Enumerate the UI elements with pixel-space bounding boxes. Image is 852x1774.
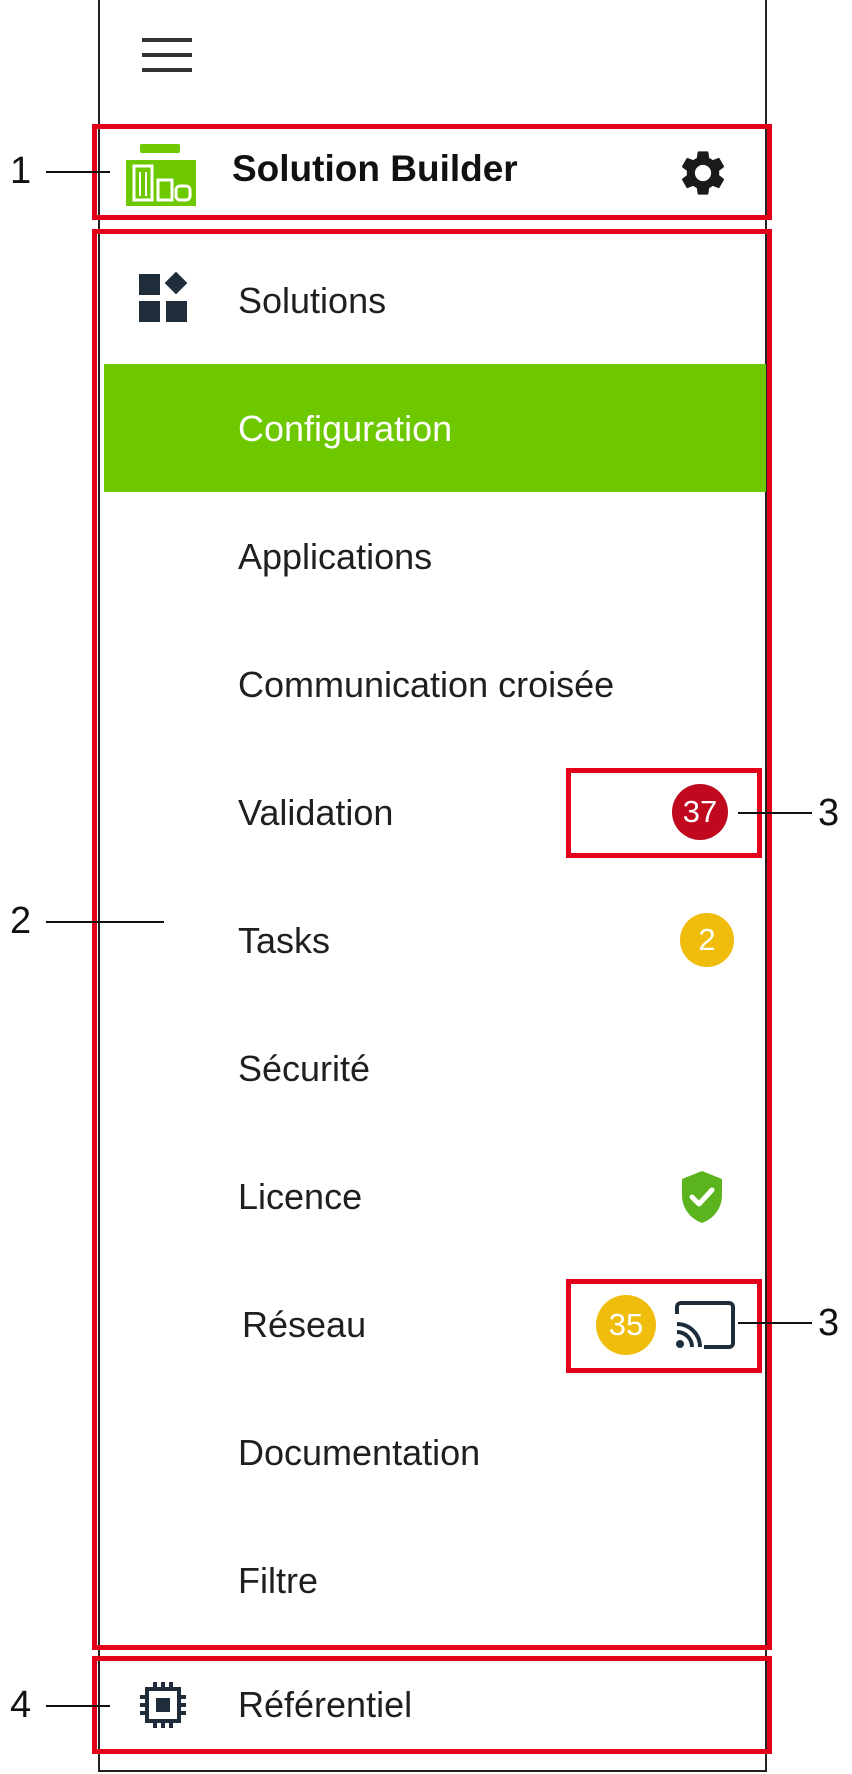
gear-icon[interactable]	[676, 146, 730, 200]
nav-item-filter[interactable]: Filtre	[104, 1516, 766, 1644]
nav-item-label: Solutions	[238, 280, 387, 321]
nav-item-label: Référentiel	[238, 1684, 413, 1725]
callout-leader-2	[46, 921, 164, 923]
callout-number-3a: 3	[818, 792, 840, 834]
nav-item-documentation[interactable]: Documentation	[104, 1388, 766, 1516]
apps-grid-icon	[139, 272, 188, 322]
nav-item-security[interactable]: Sécurité	[104, 1004, 766, 1132]
callout-number-2: 2	[10, 900, 32, 942]
callout-number-1: 1	[10, 150, 32, 192]
app-title: Solution Builder	[232, 148, 518, 189]
tasks-count-badge: 2	[680, 913, 734, 967]
nav-item-configuration[interactable]: Configuration	[104, 364, 766, 492]
nav-item-label: Documentation	[238, 1432, 481, 1473]
shield-check-icon	[682, 1171, 722, 1223]
chip-icon	[140, 1682, 186, 1728]
solution-builder-logo	[126, 144, 196, 206]
nav-item-cross-communication[interactable]: Communication croisée	[104, 620, 766, 748]
callout-number-3b: 3	[818, 1302, 840, 1344]
nav-item-applications[interactable]: Applications	[104, 492, 766, 620]
callout-number-4: 4	[10, 1684, 32, 1726]
callout-leader-3a	[738, 812, 812, 814]
nav-item-validation[interactable]: Validation 37	[104, 748, 766, 876]
nav-item-label: Communication croisée	[238, 664, 615, 705]
validation-count-badge: 37	[672, 784, 728, 840]
callout-box-validation-badge	[566, 768, 762, 858]
callout-leader-1	[46, 171, 110, 173]
nav-item-licence[interactable]: Licence	[104, 1132, 766, 1260]
nav-item-label: Validation	[238, 792, 394, 833]
nav-item-label: Filtre	[238, 1560, 318, 1601]
hamburger-menu-icon[interactable]	[142, 38, 192, 74]
nav-item-label: Sécurité	[238, 1048, 371, 1089]
nav-item-label: Licence	[238, 1176, 363, 1217]
cast-network-icon[interactable]	[674, 1300, 736, 1350]
callout-box-network-badge	[566, 1279, 762, 1373]
network-count-badge: 35	[596, 1295, 656, 1355]
navigation-panel	[98, 0, 767, 1772]
nav-item-repository[interactable]: Référentiel	[104, 1660, 766, 1750]
nav-item-label: Tasks	[238, 920, 331, 961]
nav-item-label: Applications	[238, 536, 433, 577]
nav-item-solutions[interactable]: Solutions	[104, 236, 766, 364]
nav-item-label: Configuration	[238, 408, 453, 449]
nav-item-label: Réseau	[242, 1304, 367, 1345]
callout-leader-4	[46, 1705, 110, 1707]
callout-leader-3b	[738, 1322, 812, 1324]
callout-box-nav	[92, 229, 772, 1650]
nav-item-tasks[interactable]: Tasks 2	[104, 876, 766, 1004]
nav-item-network[interactable]: Réseau 35	[104, 1260, 766, 1388]
